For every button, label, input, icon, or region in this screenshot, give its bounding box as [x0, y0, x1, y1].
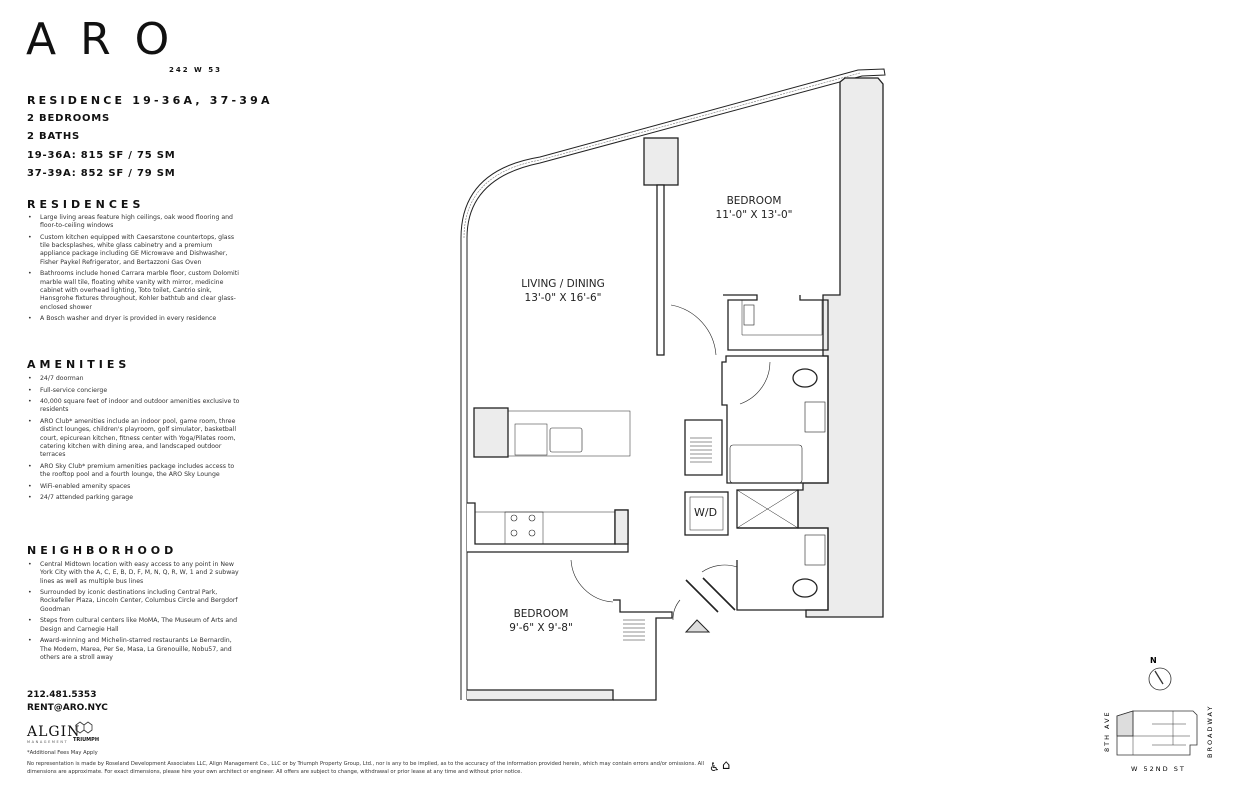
- phone-link[interactable]: 212.481.5353: [27, 690, 97, 700]
- list-item: A Bosch washer and dryer is provided in …: [27, 315, 242, 324]
- room-name: LIVING / DINING: [521, 278, 605, 290]
- bedrooms-count: 2 BEDROOMS: [27, 113, 111, 124]
- residences-heading: RESIDENCES: [27, 198, 145, 211]
- residences-list: Large living areas feature high ceilings…: [27, 214, 242, 327]
- room-dims: 9'-6" X 9'-8": [509, 622, 573, 634]
- baths-count: 2 BATHS: [27, 131, 81, 142]
- list-item: Award-winning and Michelin-starred resta…: [27, 637, 242, 662]
- north-arrow-icon: [1148, 667, 1172, 691]
- south-street-label: W 52ND ST: [1131, 765, 1186, 773]
- north-label: N: [1150, 656, 1157, 665]
- list-item: Custom kitchen equipped with Caesarstone…: [27, 234, 242, 267]
- residence-title: RESIDENCE 19-36A, 37-39A: [27, 94, 273, 107]
- accessibility-icon: ♿: [709, 760, 720, 774]
- building-core: [797, 77, 884, 618]
- size-19-36a: 19-36A: 815 SF / 75 SM: [27, 150, 176, 161]
- room-name: BEDROOM: [726, 195, 782, 207]
- list-item: Full-service concierge: [27, 387, 242, 396]
- amenities-heading: AMENITIES: [27, 358, 131, 371]
- column: [643, 137, 679, 186]
- list-item: WiFi-enabled amenity spaces: [27, 483, 242, 492]
- partition-wall: [656, 184, 665, 356]
- list-item: Bathrooms include honed Carrara marble f…: [27, 270, 242, 311]
- list-item: Large living areas feature high ceilings…: [27, 214, 242, 231]
- exterior-window-wall: [460, 68, 886, 700]
- neighborhood-list: Central Midtown location with easy acces…: [27, 561, 242, 665]
- size-37-39a: 37-39A: 852 SF / 79 SM: [27, 168, 176, 179]
- email-link[interactable]: RENT@ARO.NYC: [27, 703, 108, 713]
- triumph-logo: TRIUMPH: [73, 737, 100, 743]
- room-name: BEDROOM: [513, 608, 569, 620]
- list-item: Surrounded by iconic destinations includ…: [27, 589, 242, 614]
- room-dims: 11'-0" X 13'-0": [715, 209, 793, 221]
- room-label-living-dining: LIVING / DINING 13'-0" X 16'-6": [521, 277, 605, 305]
- washer-dryer-label: W/D: [694, 506, 718, 519]
- list-item: 24/7 doorman: [27, 375, 242, 384]
- room-dims: 13'-0" X 16'-6": [524, 292, 602, 304]
- neighborhood-heading: NEIGHBORHOOD: [27, 544, 178, 557]
- disclaimer: No representation is made by Roseland De…: [27, 761, 705, 775]
- list-item: Central Midtown location with easy acces…: [27, 561, 242, 586]
- amenities-list: 24/7 doorman Full-service concierge 40,0…: [27, 375, 242, 506]
- fees-footnote: *Additional Fees May Apply: [27, 750, 98, 756]
- room-label-bedroom-2: BEDROOM 9'-6" X 9'-8": [509, 607, 573, 635]
- west-street-label: 8TH AVE: [1103, 710, 1111, 752]
- equal-housing-icon: ⌂: [722, 758, 731, 773]
- entry-triangle-icon: [684, 619, 711, 633]
- algin-logo-sub: MANAGEMENT: [27, 740, 69, 744]
- algin-logo: ALGIN: [27, 724, 81, 740]
- list-item: 40,000 square feet of indoor and outdoor…: [27, 398, 242, 415]
- aro-logo: ARO: [26, 14, 194, 65]
- key-plan: [1116, 667, 1198, 756]
- list-item: 24/7 attended parking garage: [27, 494, 242, 503]
- room-label-bedroom-1: BEDROOM 11'-0" X 13'-0": [716, 194, 793, 222]
- list-item: ARO Sky Club* premium amenities package …: [27, 463, 242, 480]
- building-address: 242 W 53: [169, 66, 222, 74]
- list-item: Steps from cultural centers like MoMA, T…: [27, 617, 242, 634]
- list-item: ARO Club* amenities include an indoor po…: [27, 418, 242, 459]
- east-street-label: BROADWAY: [1206, 705, 1214, 758]
